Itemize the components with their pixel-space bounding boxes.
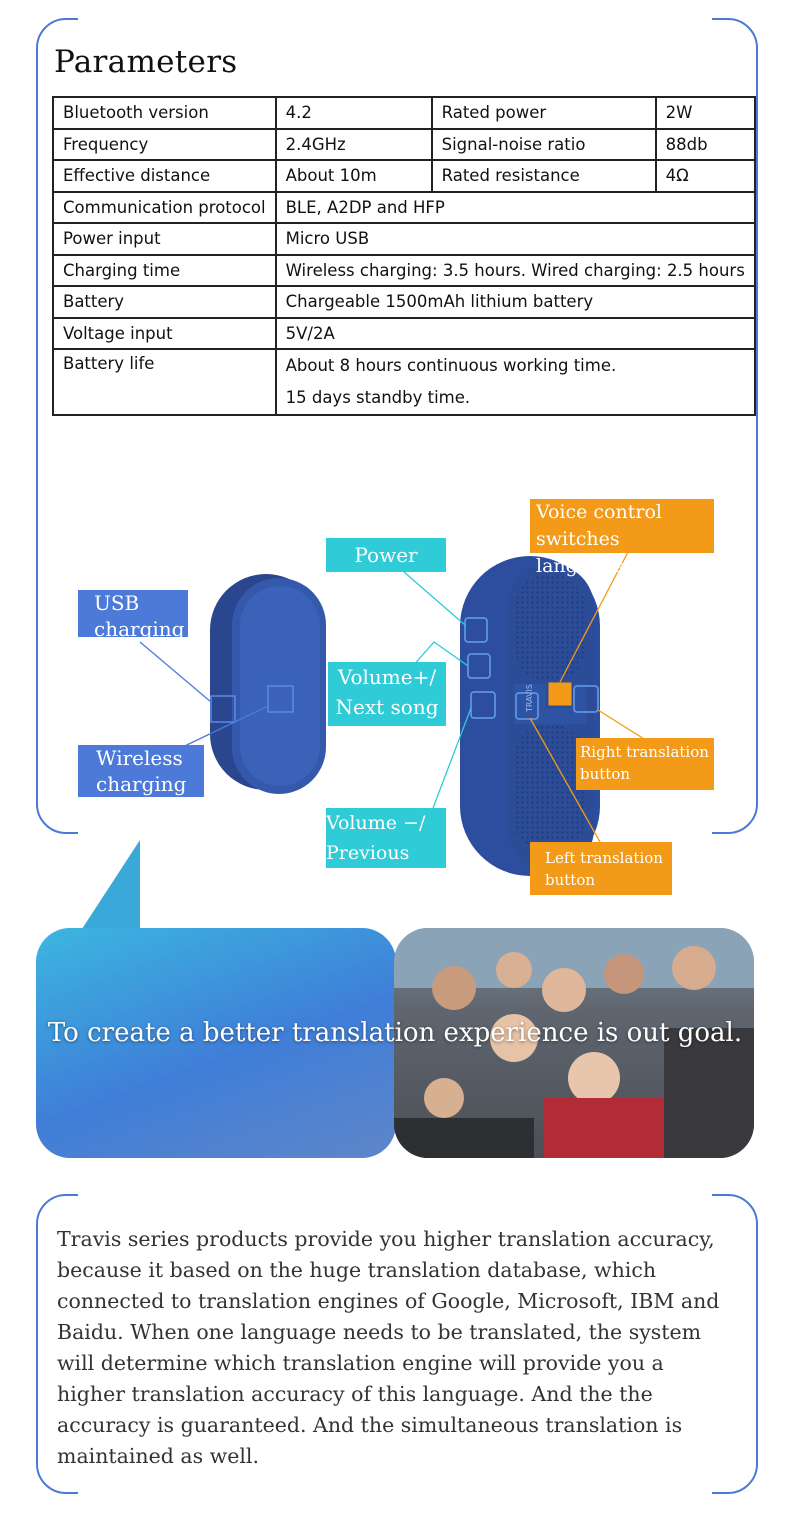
banner-slogan: To create a better translation experienc…: [47, 1018, 743, 1048]
table-row: Battery Chargeable 1500mAh lithium batte…: [52, 285, 756, 319]
param-label: Charging time: [52, 253, 277, 287]
frame-gap-top: [78, 1190, 712, 1200]
table-row: Bluetooth version 4.2 Rated power 2W: [52, 96, 756, 130]
voice-control-label: Voice control switches languages: [530, 499, 714, 577]
param-label: Bluetooth version: [52, 96, 277, 130]
param-value: 5V/2A: [274, 316, 756, 350]
table-row: Power input Micro USB: [52, 222, 756, 256]
table-row: Battery life About 8 hours continuous wo…: [52, 348, 756, 416]
callout-line: Wireless: [96, 746, 183, 770]
right-translation-label: Right translation button: [576, 738, 714, 790]
team-photo-image: [394, 928, 754, 1158]
table-row: Charging time Wireless charging: 3.5 hou…: [52, 253, 756, 287]
bubble-pointer: [78, 840, 140, 935]
callout-line: charging: [94, 617, 185, 641]
param-value: Chargeable 1500mAh lithium battery: [274, 285, 756, 319]
table-row: Frequency 2.4GHz Signal-noise ratio 88db: [52, 127, 756, 161]
param-label: Battery life: [52, 348, 277, 416]
table-row: Effective distance About 10m Rated resis…: [52, 159, 756, 193]
param-value: BLE, A2DP and HFP: [274, 190, 756, 224]
team-photo-shapes: [394, 928, 754, 1158]
param-value: 2.4GHz: [274, 127, 433, 161]
frame-gap-top: [78, 14, 712, 24]
volume-up-label: Volume+/ Next song: [328, 662, 446, 726]
param-label: Rated power: [430, 96, 657, 130]
description-paragraph: Travis series products provide you highe…: [57, 1227, 720, 1468]
param-value: 2W: [654, 96, 756, 130]
device-brand-text: TRAVIS: [525, 684, 534, 713]
callout-line: Right translation: [580, 743, 709, 761]
banner-gradient-panel: [36, 928, 396, 1158]
callout-line: Volume+/: [337, 665, 437, 689]
callout-line: Volume −/: [326, 812, 426, 834]
param-value: 88db: [654, 127, 756, 161]
wireless-charging-label: Wireless charging: [78, 745, 204, 797]
param-value: 4.2: [274, 96, 433, 130]
callout-line: Next song: [335, 695, 439, 719]
volume-down-label: Volume −/ Previous song: [326, 808, 446, 894]
param-value: Wireless charging: 3.5 hours. Wired char…: [274, 253, 756, 287]
callout-line: charging: [96, 772, 187, 796]
callout-line: switches languages: [536, 528, 635, 577]
power-label: Power: [326, 538, 446, 572]
param-value: 4Ω: [654, 159, 756, 193]
param-value: About 10m: [274, 159, 433, 193]
table-row: Voltage input 5V/2A: [52, 316, 756, 350]
param-value: Micro USB: [274, 222, 756, 256]
usb-charging-label: USB charging: [78, 590, 188, 641]
battery-life-line-1: About 8 hours continuous working time.: [285, 356, 617, 375]
callout-line: USB: [94, 591, 140, 615]
battery-life-line-2: 15 days standby time.: [285, 388, 471, 407]
parameters-title: Parameters: [54, 44, 238, 80]
param-label: Communication protocol: [52, 190, 277, 224]
param-label: Effective distance: [52, 159, 277, 193]
param-label: Power input: [52, 222, 277, 256]
param-label: Voltage input: [52, 316, 277, 350]
product-diagram: TRAVIS: [139, 551, 669, 876]
device-front-image: TRAVIS: [460, 556, 600, 876]
param-label: Battery: [52, 285, 277, 319]
callout-line: Voice control: [536, 501, 662, 523]
callout-line: button: [545, 871, 596, 889]
param-value: About 8 hours continuous working time. 1…: [274, 348, 756, 416]
table-row: Communication protocol BLE, A2DP and HFP: [52, 190, 756, 224]
left-translation-label: Left translation button: [530, 842, 672, 895]
device-back-image: [210, 574, 326, 794]
callout-line: button: [580, 765, 631, 783]
param-label: Signal-noise ratio: [430, 127, 657, 161]
team-banner: To create a better translation experienc…: [36, 928, 754, 1158]
frame-gap-bottom: [78, 1486, 712, 1496]
callout-line: Left translation: [545, 849, 663, 867]
param-label: Frequency: [52, 127, 277, 161]
param-label: Rated resistance: [430, 159, 657, 193]
parameters-table: Bluetooth version 4.2 Rated power 2W Fre…: [52, 96, 756, 416]
callout-line: Previous song: [326, 842, 410, 894]
